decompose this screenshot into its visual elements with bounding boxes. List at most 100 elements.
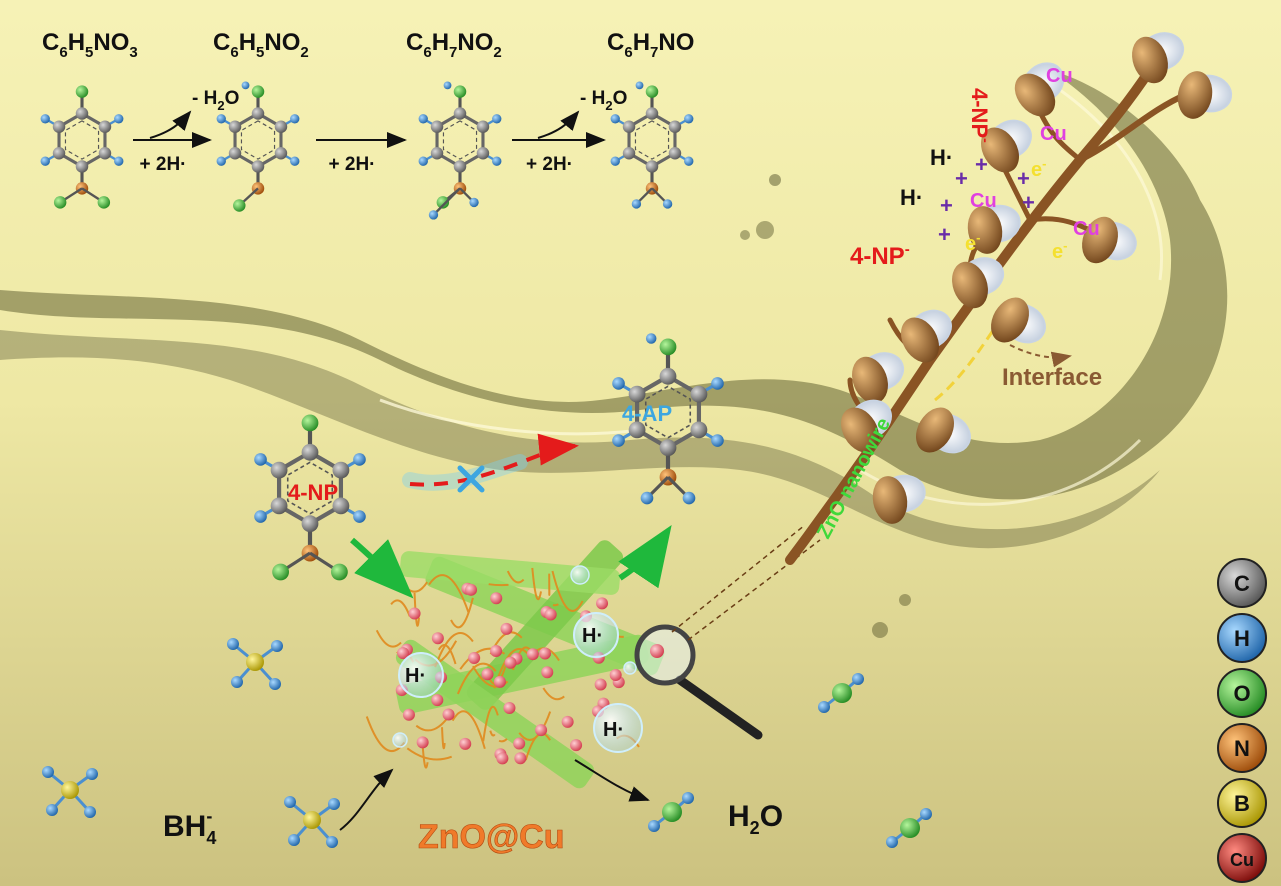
copper-nanoparticle <box>513 737 526 750</box>
copper-nanoparticle <box>596 597 609 610</box>
ring-4np <box>254 414 366 581</box>
legend-symbol: Cu <box>1230 850 1254 870</box>
copper-fiber <box>434 632 474 668</box>
label-interface: Interface <box>1002 364 1102 391</box>
label-water: H2O <box>728 800 783 838</box>
formula-3: C6H7NO2 <box>406 29 502 61</box>
copper-nanoparticle <box>541 666 554 679</box>
copper-nanoparticle <box>535 724 548 737</box>
carbon-atom <box>690 421 708 439</box>
copper-label: Cu <box>1040 123 1067 145</box>
oxygen-atom <box>53 196 67 209</box>
copper-nanoparticle <box>504 656 517 669</box>
molecule-step-3 <box>418 81 502 220</box>
carbon-atom <box>476 147 490 160</box>
water-loss-arrow <box>149 110 192 139</box>
molecule-4ap <box>612 333 724 505</box>
plus-sign: + <box>938 222 951 247</box>
electron-label: e- <box>1031 156 1046 181</box>
carbon-atom <box>98 147 112 160</box>
ring-4ap <box>612 333 724 505</box>
carbon-atom <box>668 120 682 133</box>
small-molecules <box>42 638 932 848</box>
plus-sign: + <box>1022 190 1035 215</box>
copper-fiber <box>488 583 509 587</box>
carbon-atom <box>301 515 319 533</box>
carbon-atom <box>270 497 288 515</box>
catkin-bud <box>1177 71 1233 119</box>
catkin-bud <box>952 257 1005 309</box>
hydrogen-atom <box>711 434 724 447</box>
carbon-atom <box>645 107 659 120</box>
hydrogen-atom <box>114 156 124 166</box>
legend-item-b: B <box>1217 778 1267 828</box>
oxygen-atom <box>436 196 450 209</box>
legend-symbol: O <box>1233 681 1250 706</box>
formula-1: C6H5NO3 <box>42 29 138 61</box>
hydrogen-atom <box>469 197 479 208</box>
copper-nanoparticle <box>609 669 622 682</box>
legend-swatch <box>1217 613 1267 663</box>
copper-nanoparticle <box>459 737 472 750</box>
label-4np-molecule: 4-NP <box>288 480 338 505</box>
hydrogen-atom <box>290 114 300 124</box>
hydrogen-atom <box>428 210 439 220</box>
legend-symbol: B <box>1234 791 1250 816</box>
oxygen-atom <box>301 414 319 432</box>
carbon-atom <box>453 160 467 173</box>
catkin-bud <box>841 399 892 453</box>
hydrogen-atom <box>443 81 452 90</box>
hydrogen-atom <box>418 114 428 124</box>
copper-nanoparticle <box>496 752 509 765</box>
legend-item-h: H <box>1217 613 1267 663</box>
carbon-atom <box>98 120 112 133</box>
copper-fiber <box>531 567 542 601</box>
copper-fiber <box>489 730 496 737</box>
hydrogen-atom <box>241 81 250 90</box>
copper-nanoparticles <box>395 582 625 765</box>
copper-fiber <box>375 629 402 648</box>
label-add-h: + 2H· <box>526 154 573 175</box>
copper-fiber <box>482 705 499 742</box>
adsorb-arrow <box>350 537 414 599</box>
hydrogen-atom <box>254 510 267 523</box>
carbon-atom <box>228 120 242 133</box>
label-add-h: + 2H· <box>329 154 376 175</box>
formula-2: C6H5NO2 <box>213 29 309 61</box>
copper-nanoparticle <box>493 675 506 688</box>
carbon-atom <box>75 160 89 173</box>
catkin-bud <box>852 352 905 404</box>
oxygen-atom <box>659 338 677 356</box>
svg-text:4-NP-: 4-NP- <box>850 241 910 270</box>
copper-fiber <box>437 644 457 665</box>
hydrogen-atom <box>662 199 673 209</box>
carbon-atom <box>274 147 288 160</box>
electron-label: e- <box>965 230 980 255</box>
legend-symbol: C <box>1234 571 1250 596</box>
magnifier-icon <box>634 524 821 740</box>
copper-nanoparticle <box>431 632 444 645</box>
desorb-arrow <box>618 525 672 589</box>
copper-nanoparticle <box>503 701 516 714</box>
h-radical-1: H· <box>405 665 426 687</box>
catkin-bud <box>1082 216 1137 264</box>
oxygen-atom <box>251 85 265 98</box>
copper-nanoparticle <box>465 583 478 596</box>
borohydride-molecule <box>42 766 98 818</box>
legend-swatch <box>1217 723 1267 773</box>
hydrogen-atom <box>40 114 50 124</box>
carbon-atom <box>659 367 677 385</box>
catkin-bud <box>916 407 971 454</box>
carbon-atom <box>332 497 350 515</box>
carbon-atom <box>228 147 242 160</box>
hydrogen-atom <box>216 114 226 124</box>
label-catalyst: ZnO@Cu <box>418 818 564 856</box>
hydrogen-atom <box>610 156 620 166</box>
carbon-atom <box>270 461 288 479</box>
copper-fiber <box>406 747 453 761</box>
hydrogen-atom <box>353 453 366 466</box>
copper-nanoparticle <box>431 694 444 707</box>
copper-nanoparticle <box>594 678 607 691</box>
